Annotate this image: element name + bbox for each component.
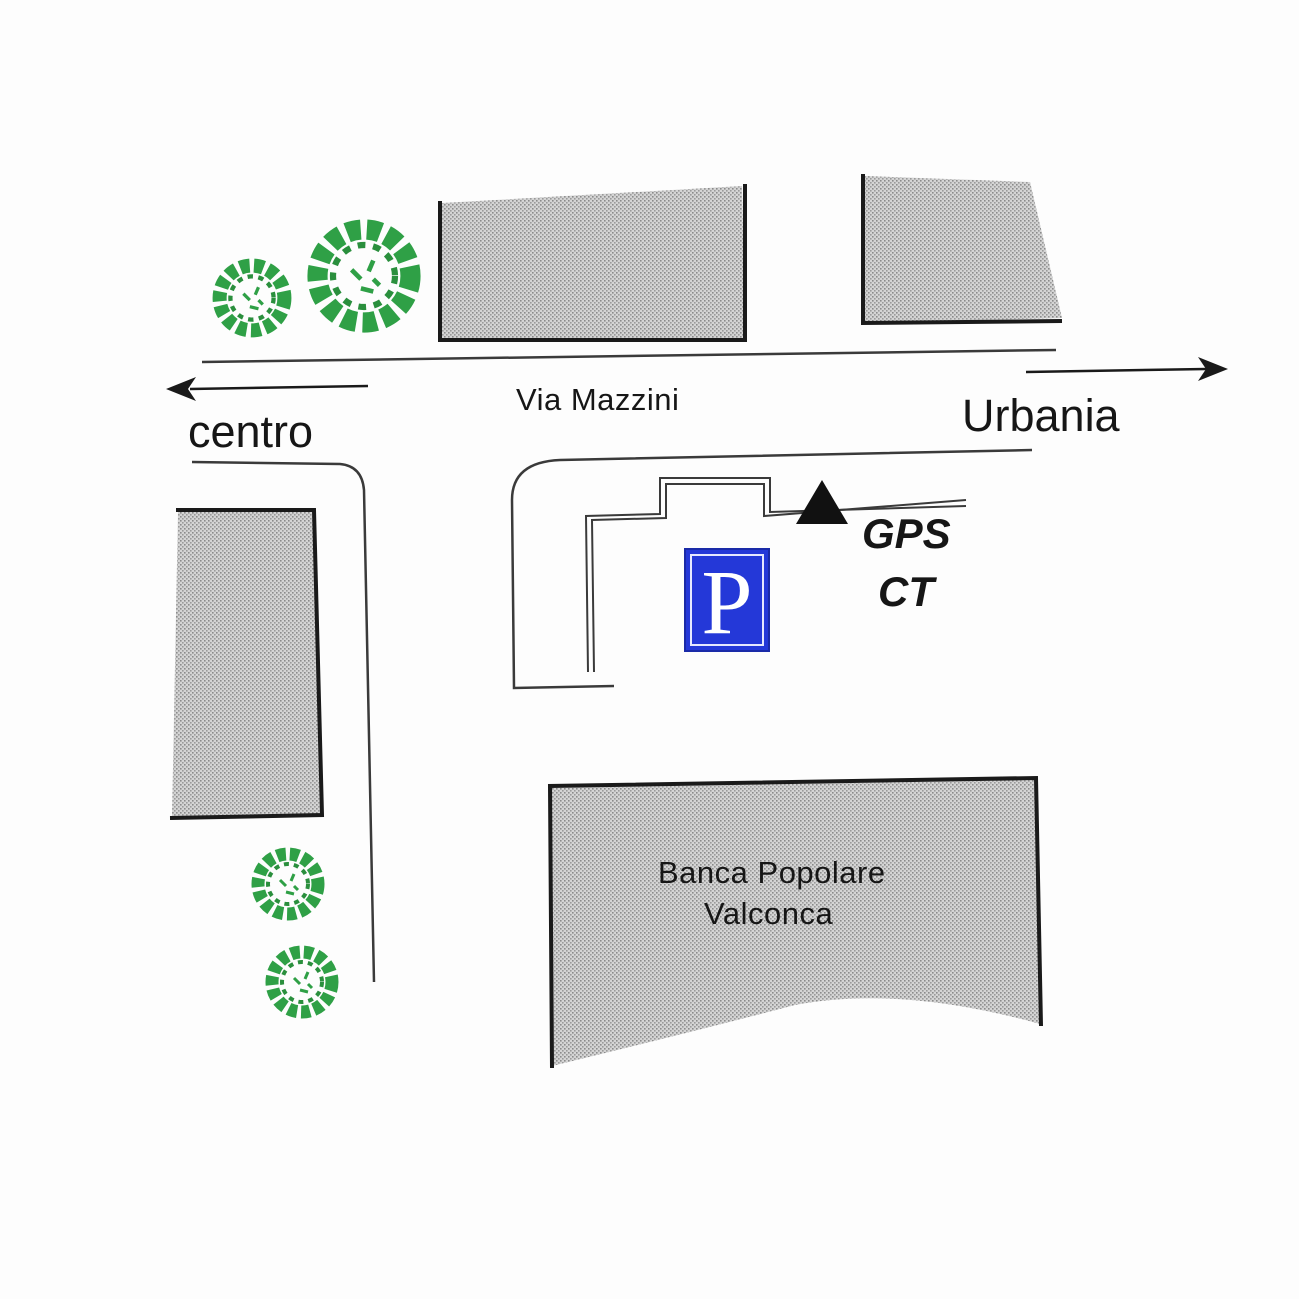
direction-label-urbania: Urbania: [962, 390, 1120, 441]
building-bank: [547, 775, 1043, 1069]
street-label-via-mazzini: Via Mazzini: [516, 382, 680, 417]
parking-lot-outline: [584, 477, 967, 673]
road-edges: [191, 348, 1057, 983]
tree-icon: [258, 854, 318, 914]
building-north-east: [861, 174, 1063, 326]
arrow-right-urbania: [1025, 357, 1228, 381]
tree-icon: [220, 266, 285, 331]
bank-label-line1: Banca Popolare: [658, 855, 886, 890]
bank-label-line2: Valconca: [704, 896, 834, 931]
parking-sign-letter: P: [690, 554, 764, 648]
building-north-center: [438, 184, 747, 342]
marker-label-gps: GPS: [862, 510, 951, 557]
tree-icon: [318, 230, 411, 323]
direction-label-centro: centro: [188, 406, 314, 457]
triangle-marker-icon: [796, 480, 848, 524]
marker-label-ct: CT: [878, 568, 934, 615]
building-west: [169, 508, 325, 820]
arrow-left-centro: [166, 377, 369, 401]
tree-icon: [272, 952, 332, 1012]
parking-sign-icon: P: [684, 548, 770, 652]
